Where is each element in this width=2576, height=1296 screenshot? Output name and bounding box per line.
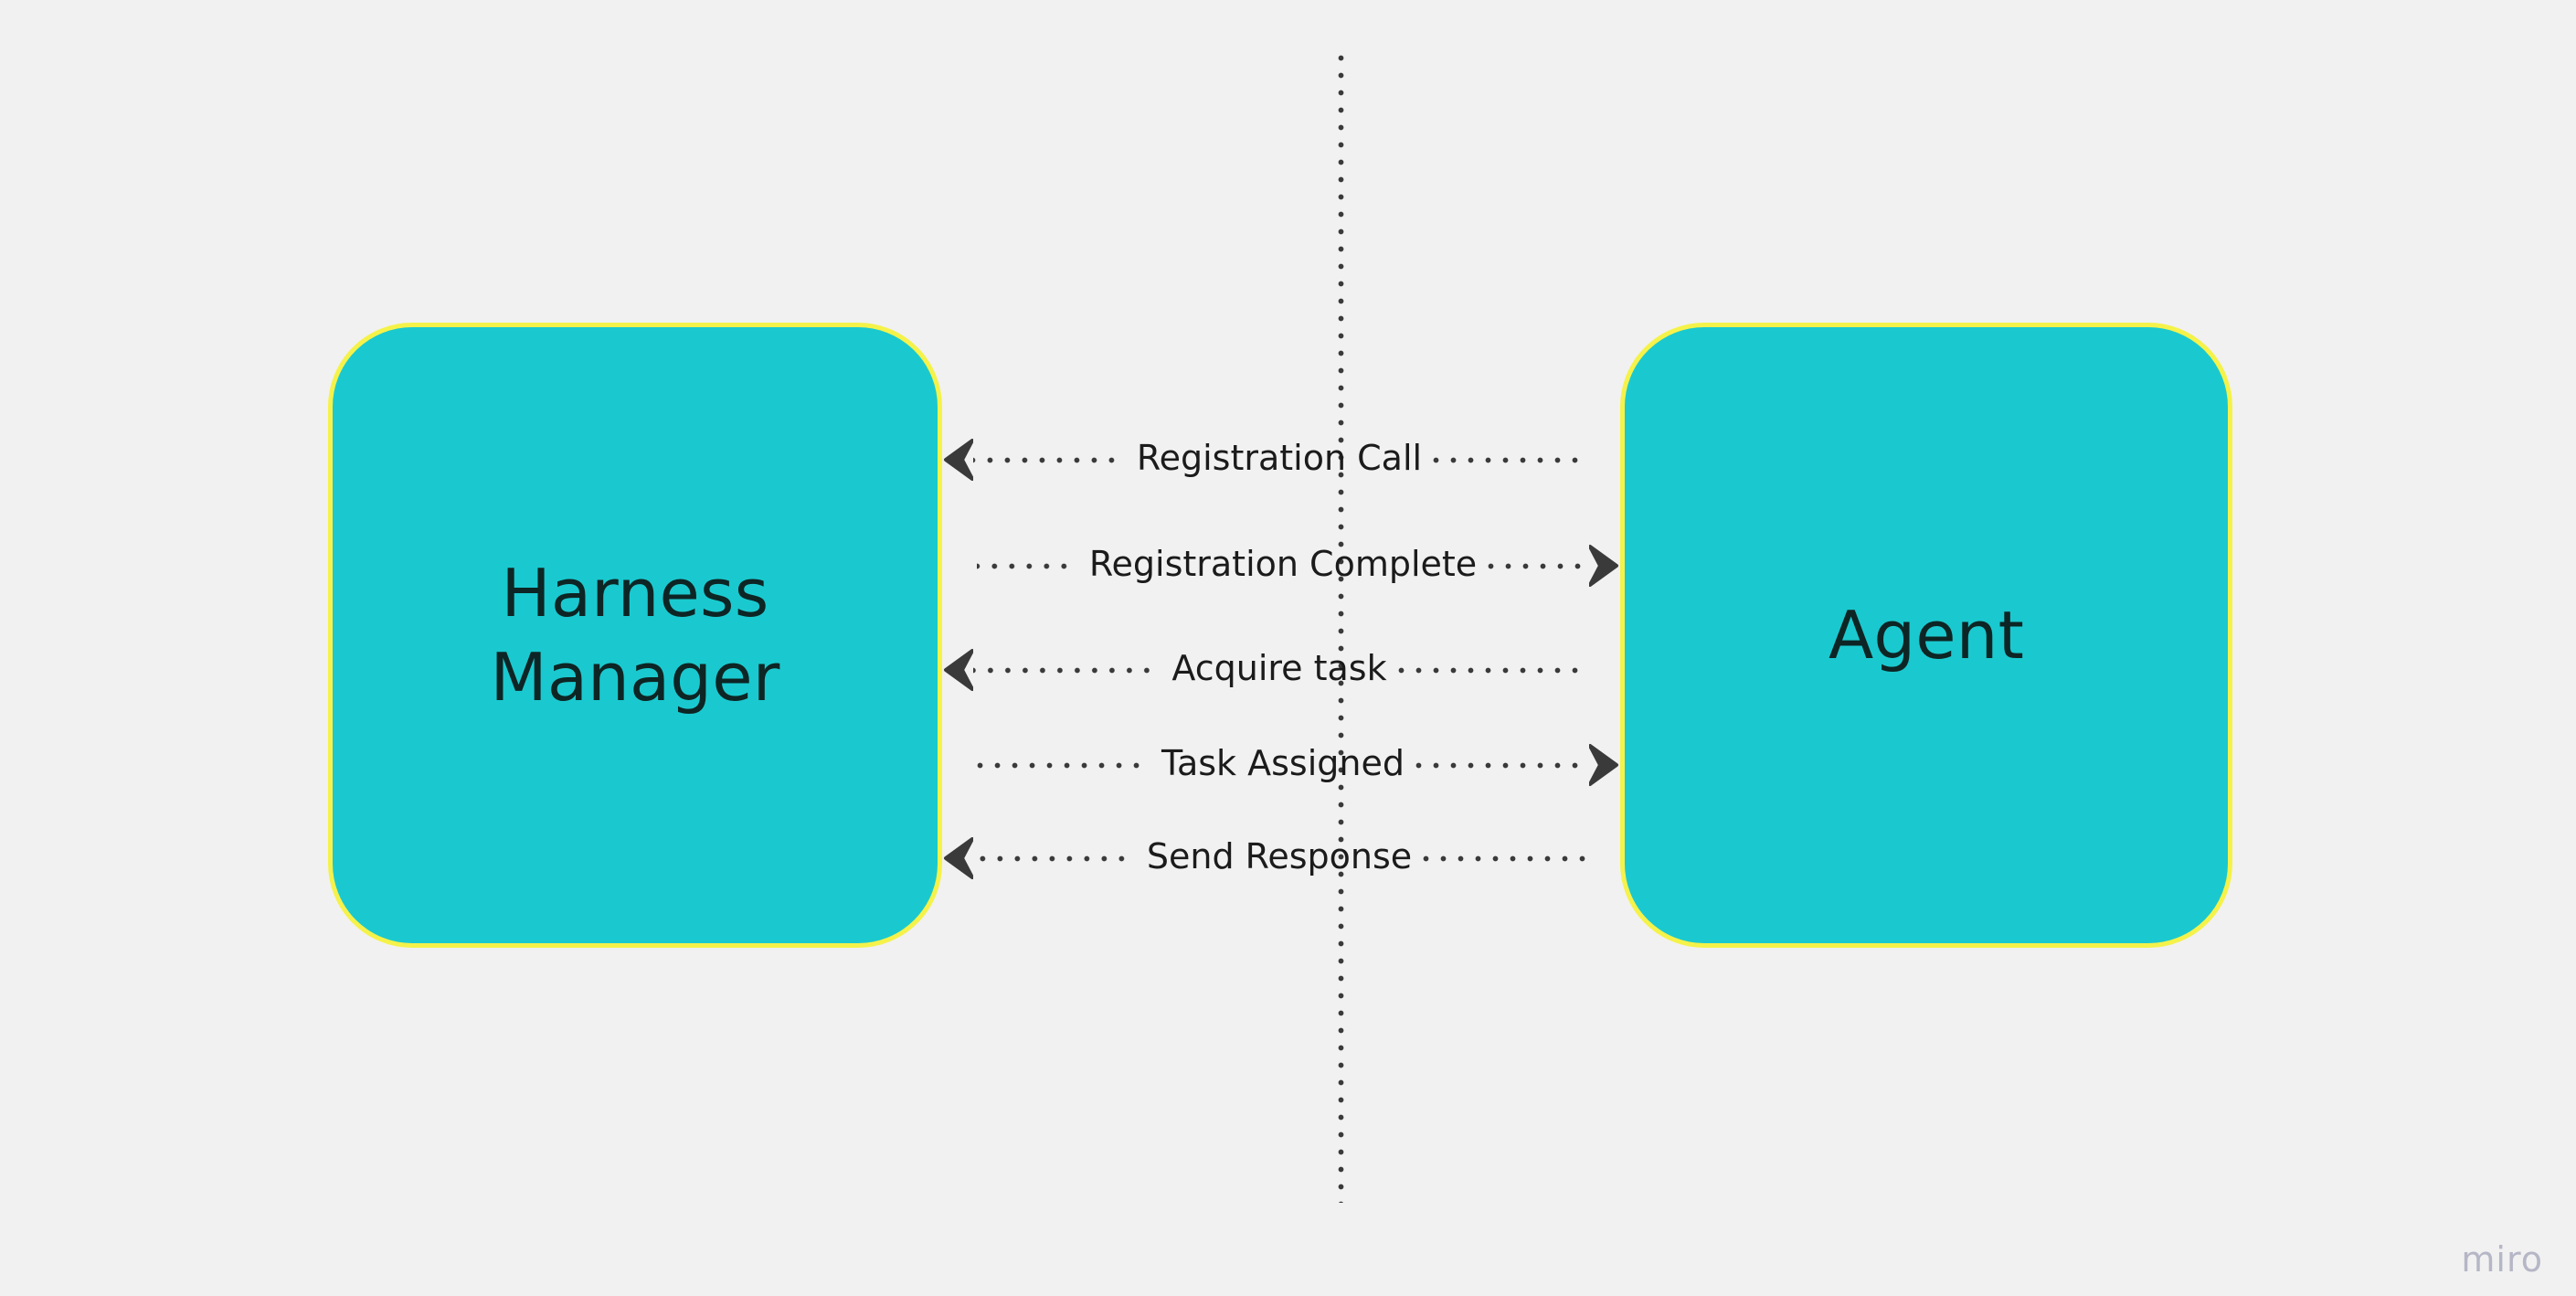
message-line-left bbox=[973, 666, 1161, 674]
message-line-right bbox=[1423, 855, 1586, 862]
message-label: Registration Call bbox=[1136, 438, 1423, 478]
arrowhead-left-icon bbox=[942, 649, 973, 691]
message-line-right bbox=[1397, 666, 1585, 674]
miro-watermark: miro bbox=[2461, 1239, 2543, 1280]
message-line-left bbox=[973, 855, 1136, 862]
message-label: Acquire task bbox=[1171, 648, 1387, 688]
arrowhead-right-icon bbox=[1589, 545, 1620, 587]
message-line-left bbox=[973, 456, 1126, 463]
node-harness-manager-label: Harness Manager bbox=[490, 554, 780, 716]
arrowhead-left-icon bbox=[942, 439, 973, 481]
message-line-left bbox=[977, 562, 1078, 569]
node-agent-label: Agent bbox=[1828, 596, 2025, 674]
message-line-right bbox=[1415, 761, 1590, 769]
lifeline-divider bbox=[1338, 55, 1344, 1203]
arrowhead-left-icon bbox=[942, 837, 973, 879]
arrowhead-right-icon bbox=[1589, 744, 1620, 786]
message-label: Task Assigned bbox=[1161, 743, 1405, 783]
node-agent[interactable]: Agent bbox=[1620, 323, 2232, 948]
message-label: Registration Complete bbox=[1088, 544, 1478, 584]
message-label: Send Response bbox=[1146, 836, 1413, 876]
node-harness-manager[interactable]: Harness Manager bbox=[328, 323, 942, 948]
message-line-right bbox=[1488, 562, 1589, 569]
message-line-right bbox=[1433, 456, 1586, 463]
message-line-left bbox=[977, 761, 1151, 769]
